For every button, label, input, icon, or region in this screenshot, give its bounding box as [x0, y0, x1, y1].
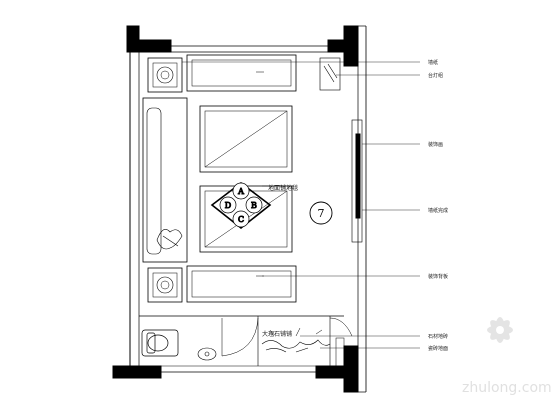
left-sofa [142, 97, 188, 263]
lamp-table-top [147, 57, 183, 93]
marble-texture-2 [269, 327, 323, 337]
callout-label: 装饰背板 [428, 273, 448, 280]
section-mark: 7 [309, 201, 333, 225]
chair-b [245, 196, 263, 214]
right-wall-elements [319, 57, 363, 243]
marble-texture [261, 339, 331, 353]
wall-bar-top-right [327, 39, 359, 53]
chair-label-b: B [251, 201, 257, 210]
chair-label-a: A [237, 187, 244, 196]
door-swing-left [221, 317, 259, 357]
carpet-annotation: 地面铺地毯 [268, 184, 298, 192]
chair-cluster-outline [210, 181, 272, 230]
sink-icon [197, 347, 217, 361]
callout-label: 墙纸 [428, 59, 438, 66]
callout-label: 装饰画 [428, 141, 443, 148]
marble-annotation: 大理石铺铺 [262, 330, 292, 338]
callout-label: 瓷砖地面 [428, 345, 448, 352]
walls [112, 25, 367, 393]
top-table-inner [204, 110, 288, 168]
cushion-icon [156, 229, 183, 250]
lamp-table-bottom [147, 267, 183, 303]
chair-a [232, 182, 250, 200]
top-table [199, 105, 293, 173]
callout-labels: 墙纸 台灯组 装饰画 墙纸完成 装饰背板 石材地砖 瓷砖地面 [428, 59, 448, 352]
tv-panel [351, 119, 363, 243]
chair-d [219, 196, 237, 214]
chair-label-d: D [225, 201, 231, 210]
top-table-diagonal [204, 110, 288, 168]
tv-screen [355, 133, 361, 219]
lamp-icon [156, 276, 174, 294]
watermark: zhulong.com [462, 317, 552, 396]
top-bench [186, 54, 297, 92]
watermark-text: zhulong.com [462, 380, 552, 396]
callout-label: 台灯组 [428, 72, 443, 79]
door-swing-right [329, 317, 353, 337]
wall-bar-top-left [126, 39, 172, 53]
chair-c [232, 210, 250, 228]
top-bench-inner [191, 59, 292, 87]
lamp-icon [156, 66, 174, 84]
callout-label: 石材地砖 [428, 333, 448, 340]
wall-block-bottom-left [112, 365, 162, 379]
chair-label-c: C [238, 215, 244, 224]
callout-leaders [182, 61, 420, 349]
side-tables [147, 57, 183, 303]
left-sofa-seat [146, 107, 162, 255]
bottom-bench-inner [191, 270, 292, 298]
wall-bar-bottom-right [315, 365, 359, 379]
watermark-logo-icon [487, 317, 513, 343]
toilet-icon [141, 329, 179, 357]
door-right-frame [335, 337, 345, 367]
bathroom [139, 315, 353, 367]
chair-cluster: A B C D [210, 181, 272, 230]
callout-label: 墙纸完成 [428, 207, 448, 214]
bottom-bench [186, 265, 297, 303]
wardrobe-icon [319, 57, 341, 91]
section-mark-number: 7 [318, 207, 325, 220]
